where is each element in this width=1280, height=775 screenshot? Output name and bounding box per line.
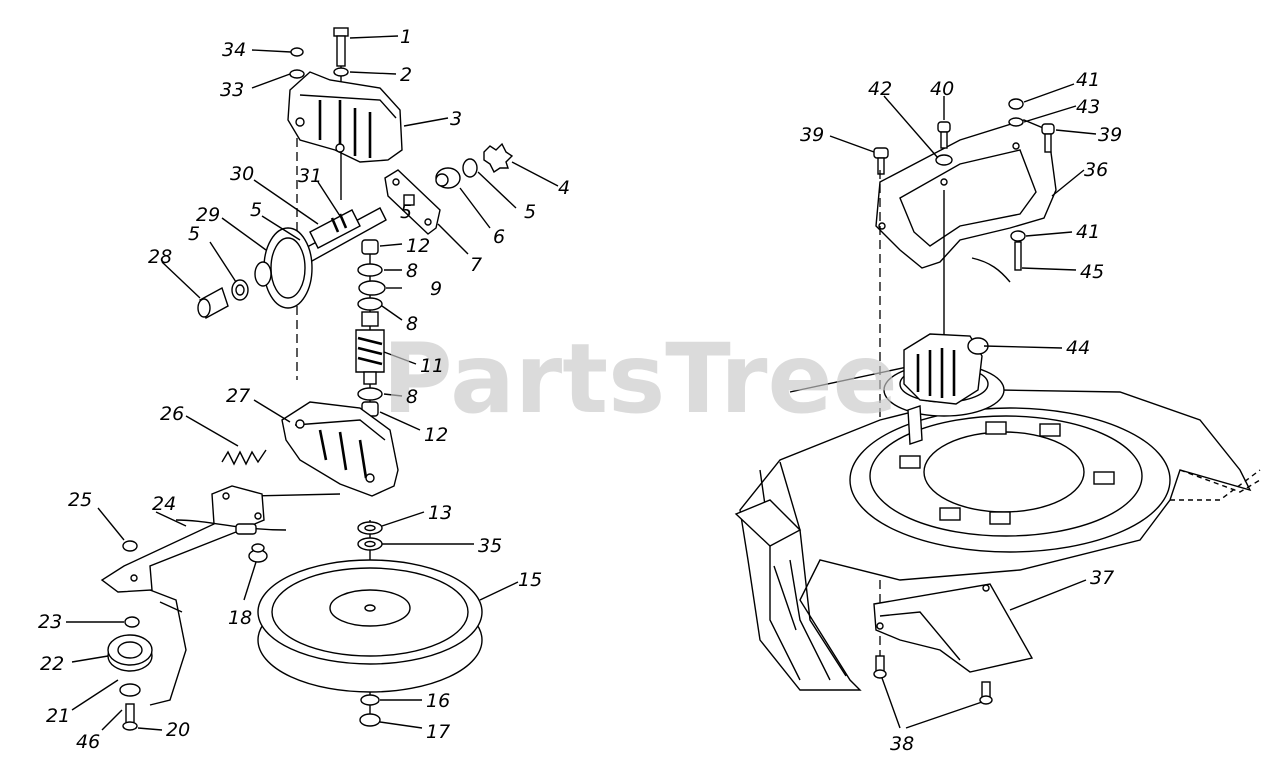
callout-label: 37 (1090, 567, 1114, 589)
callout-label: 45 (1080, 261, 1104, 283)
callout-label: 7 (470, 254, 482, 276)
control-cable (175, 519, 287, 535)
wire-part (971, 257, 1011, 283)
bearing-plate (384, 169, 441, 235)
upper-gear-housing (287, 71, 403, 163)
callout-label: 8 (406, 260, 418, 282)
drive-gear-part (483, 142, 514, 174)
callout-label: 24 (152, 493, 176, 515)
leader-lines (66, 35, 559, 731)
washer-part (357, 521, 383, 551)
callout-labels: 1 2 3 4 5 5 5 6 7 8 8 8 9 11 12 12 13 15… (38, 26, 1122, 755)
bolt-part (333, 27, 349, 67)
callout-label: 18 (228, 607, 252, 629)
callout-label: 22 (40, 653, 64, 675)
washer-part (359, 694, 381, 727)
callout-label: 12 (406, 235, 430, 257)
idler-pulley (107, 616, 153, 731)
callout-label: 43 (1076, 96, 1100, 118)
callout-label: 46 (76, 731, 100, 753)
callout-label: 15 (518, 569, 542, 591)
callout-label: 31 (298, 165, 322, 187)
washer-part (231, 279, 249, 301)
callout-label: 27 (226, 385, 250, 407)
callout-label: 28 (148, 246, 172, 268)
callout-label: 30 (230, 163, 254, 185)
callout-label: 20 (166, 719, 190, 741)
callout-label: 41 (1076, 69, 1100, 91)
callout-label: 38 (890, 733, 914, 755)
callout-label: 42 (868, 78, 892, 100)
callout-label: 5 (188, 223, 200, 245)
discharge-chute (873, 583, 1034, 673)
engine-part (883, 333, 1005, 445)
drive-pulley (257, 559, 483, 693)
spring-part (221, 449, 267, 466)
callout-label: 16 (426, 690, 450, 712)
callout-label: 3 (450, 108, 462, 130)
callout-label: 35 (478, 535, 502, 557)
callout-label: 17 (426, 721, 450, 743)
callout-label: 33 (220, 79, 244, 101)
callout-label: 5 (250, 199, 262, 221)
bushing-part (435, 158, 478, 189)
callout-label: 11 (420, 355, 444, 377)
callout-label: 5 (400, 201, 412, 223)
watermark-text: PartsTree (382, 323, 897, 435)
callout-label: 8 (406, 313, 418, 335)
screw-part (873, 98, 1055, 271)
mower-deck (734, 359, 1261, 691)
callout-label: 34 (222, 39, 246, 61)
callout-label: 36 (1084, 159, 1108, 181)
callout-label: 39 (1098, 124, 1122, 146)
deck-assembly (734, 83, 1261, 729)
callout-label: 4 (558, 177, 570, 199)
callout-label: 25 (68, 489, 92, 511)
callout-label: 1 (400, 26, 412, 48)
callout-label: 29 (196, 204, 220, 226)
bushing-part (197, 286, 229, 320)
nut-part (122, 540, 268, 563)
callout-label: 39 (800, 124, 824, 146)
axle-shaft (254, 207, 387, 309)
callout-label: 40 (930, 78, 954, 100)
engine-cover (875, 119, 1057, 269)
screw-part (873, 655, 993, 705)
callout-label: 5 (524, 201, 536, 223)
callout-label: 21 (46, 705, 70, 727)
callout-label: 26 (160, 403, 184, 425)
callout-label: 44 (1066, 337, 1090, 359)
callout-label: 41 (1076, 221, 1100, 243)
lower-gear-housing (249, 401, 399, 497)
callout-label: 2 (400, 64, 412, 86)
callout-label: 13 (428, 502, 452, 524)
gearbox-assembly (66, 27, 559, 731)
control-bracket (100, 485, 265, 706)
callout-label: 8 (406, 386, 418, 408)
callout-label: 12 (424, 424, 448, 446)
callout-label: 6 (493, 226, 505, 248)
leader-lines (829, 83, 1097, 729)
callout-label: 23 (38, 611, 62, 633)
callout-label: 9 (430, 278, 442, 300)
